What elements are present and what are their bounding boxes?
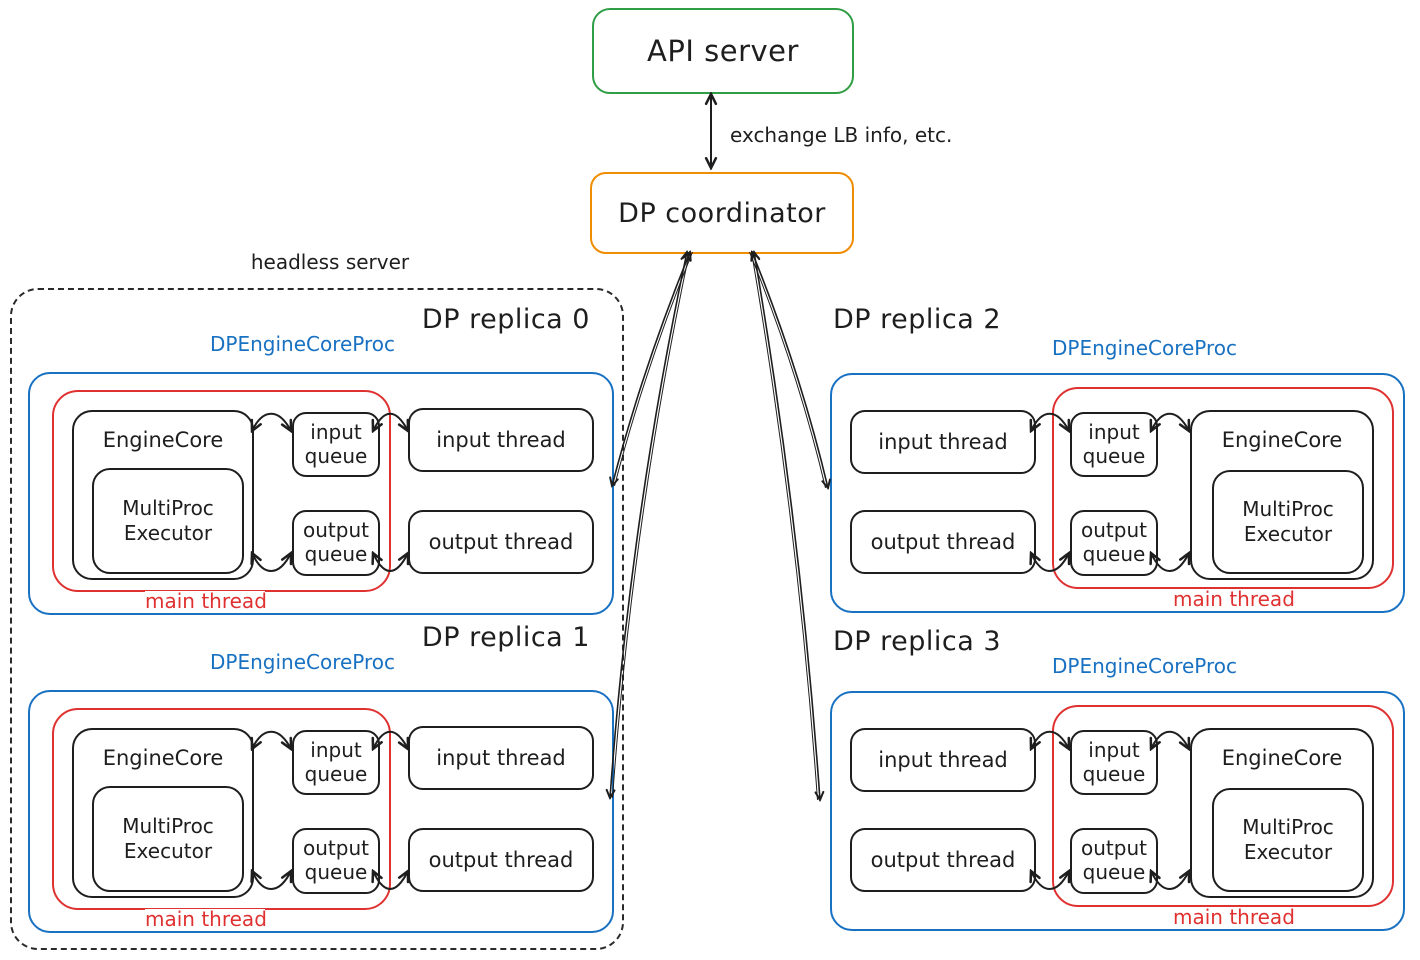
output-queue-box: output queue [1070, 510, 1158, 576]
output-thread-box: output thread [850, 828, 1036, 892]
replica-title: DP replica 2 [833, 304, 1002, 335]
dp-engine-core-proc-box [830, 373, 1405, 613]
main-thread-label: main thread [145, 589, 267, 613]
dp-engine-core-proc-box [830, 691, 1405, 931]
output-thread-box: output thread [408, 828, 594, 892]
engine-core-label: EngineCore [1221, 428, 1343, 452]
dp-engine-core-proc-label: DPEngineCoreProc [1052, 336, 1238, 360]
multiproc-executor-box: MultiProc Executor [92, 786, 244, 892]
engine-core-label: EngineCore [102, 746, 224, 770]
input-queue-box: input queue [292, 412, 380, 477]
main-thread-box [1052, 387, 1394, 589]
output-thread-label: output thread [870, 529, 1016, 554]
multiproc-executor-label: MultiProc Executor [1242, 497, 1334, 546]
output-thread-label: output thread [428, 847, 574, 872]
replica-title: DP replica 0 [421, 304, 590, 335]
api-server-label: API server [647, 34, 799, 68]
dp-coordinator-box: DP coordinator [590, 172, 854, 254]
coordinator-replica-2-arrow [752, 252, 828, 488]
coordinator-replica-3-arrow [754, 252, 820, 800]
multiproc-executor-label: MultiProc Executor [1242, 815, 1334, 864]
api-server-box: API server [592, 8, 854, 94]
replica-title: DP replica 1 [421, 622, 590, 653]
input-thread-label: input thread [878, 747, 1008, 772]
dp-engine-core-proc-label: DPEngineCoreProc [210, 650, 396, 674]
dp-engine-core-proc-label: DPEngineCoreProc [210, 332, 396, 356]
replica-title: DP replica 3 [833, 626, 1002, 657]
engine-core-box: EngineCore MultiProc Executor [72, 728, 254, 898]
engine-core-box: EngineCore MultiProc Executor [72, 410, 254, 580]
output-thread-box: output thread [408, 510, 594, 574]
multiproc-executor-box: MultiProc Executor [92, 468, 244, 574]
input-thread-box: input thread [850, 728, 1036, 792]
output-thread-box: output thread [850, 510, 1036, 574]
input-queue-label: input queue [1082, 419, 1146, 468]
headless-server-label: headless server [250, 250, 410, 274]
engine-core-box: EngineCore MultiProc Executor [1190, 728, 1374, 898]
input-queue-box: input queue [1070, 412, 1158, 477]
engine-core-label: EngineCore [102, 428, 224, 452]
dp-engine-core-proc-label: DPEngineCoreProc [1052, 654, 1238, 678]
multiproc-executor-label: MultiProc Executor [122, 496, 214, 545]
input-queue-label: input queue [1082, 737, 1146, 786]
main-thread-box [1052, 705, 1394, 907]
output-queue-label: output queue [303, 518, 369, 566]
output-queue-label: output queue [1081, 518, 1147, 566]
dp-engine-core-proc-box [28, 690, 614, 933]
input-thread-label: input thread [878, 429, 1008, 454]
exchange-lb-info-label: exchange LB info, etc. [730, 123, 953, 147]
input-queue-label: input queue [304, 737, 368, 786]
input-thread-label: input thread [436, 745, 566, 770]
input-thread-box: input thread [408, 726, 594, 790]
main-thread-label: main thread [145, 907, 267, 931]
engine-core-box: EngineCore MultiProc Executor [1190, 410, 1374, 580]
main-thread-label: main thread [1173, 587, 1295, 611]
input-thread-box: input thread [408, 408, 594, 472]
output-queue-label: output queue [1081, 836, 1147, 884]
output-thread-label: output thread [870, 847, 1016, 872]
multiproc-executor-box: MultiProc Executor [1212, 788, 1364, 892]
main-thread-label: main thread [1173, 905, 1295, 929]
output-queue-label: output queue [303, 836, 369, 884]
output-thread-label: output thread [428, 529, 574, 554]
input-queue-label: input queue [304, 419, 368, 468]
multiproc-executor-box: MultiProc Executor [1212, 470, 1364, 574]
input-queue-box: input queue [292, 730, 380, 795]
engine-core-label: EngineCore [1221, 746, 1343, 770]
input-thread-box: input thread [850, 410, 1036, 474]
multiproc-executor-label: MultiProc Executor [122, 814, 214, 863]
output-queue-box: output queue [1070, 828, 1158, 894]
input-thread-label: input thread [436, 427, 566, 452]
input-queue-box: input queue [1070, 730, 1158, 795]
dp-coordinator-label: DP coordinator [618, 197, 826, 229]
output-queue-box: output queue [292, 828, 380, 894]
output-queue-box: output queue [292, 510, 380, 576]
